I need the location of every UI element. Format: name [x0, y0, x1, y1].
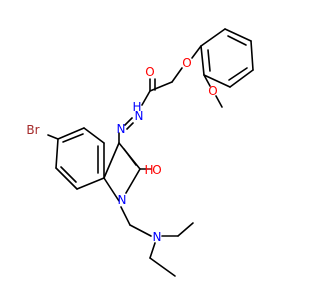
amine-nitrogen-label: N [153, 230, 162, 244]
atom-label-layer: Br O H N N N N H O O O [26, 56, 217, 244]
bond [141, 90, 151, 106]
hydrazone-nitrogen-1-label: N [117, 122, 126, 136]
bond [228, 67, 248, 81]
hydrazone-nitrogen-2-label: N [135, 109, 144, 123]
amide-hydrogen-label: H [132, 100, 141, 114]
bond [177, 222, 194, 237]
bond [103, 142, 120, 179]
bond [200, 28, 226, 47]
carbonyl-oxygen-label: O [145, 65, 154, 79]
enol-hydrogen-label: H [144, 163, 153, 177]
bromine-label: Br [26, 123, 39, 137]
bond [120, 206, 131, 226]
bond-layer [47, 28, 254, 277]
molecule-structure: Br O H N N N N H O O O [26, 28, 254, 277]
bond [224, 28, 252, 42]
bond [47, 134, 59, 140]
bond [57, 127, 85, 140]
bond [55, 167, 78, 190]
bond [200, 45, 205, 76]
bond [76, 177, 105, 190]
ring-nitrogen-label: N [118, 193, 127, 207]
bond [149, 242, 156, 259]
bond [60, 166, 77, 183]
bond [207, 49, 211, 72]
bond [149, 81, 173, 92]
bond [126, 122, 134, 130]
bond [55, 138, 59, 169]
enol-oxygen-label: O [152, 163, 161, 177]
bond [149, 257, 176, 277]
bond [215, 95, 223, 108]
ether-oxygen-label: O [182, 56, 191, 70]
bond [129, 224, 152, 237]
bond [171, 67, 183, 83]
bond [62, 133, 84, 143]
bond [191, 45, 202, 59]
bond [229, 69, 254, 88]
bond [123, 148, 137, 166]
bond [250, 40, 254, 71]
bond [83, 127, 105, 144]
bond [227, 35, 247, 46]
methoxy-oxygen-label: O [208, 84, 217, 98]
bond [203, 74, 231, 88]
bond [103, 177, 120, 202]
bond [203, 74, 211, 87]
bond [124, 117, 133, 126]
bond [125, 168, 141, 194]
